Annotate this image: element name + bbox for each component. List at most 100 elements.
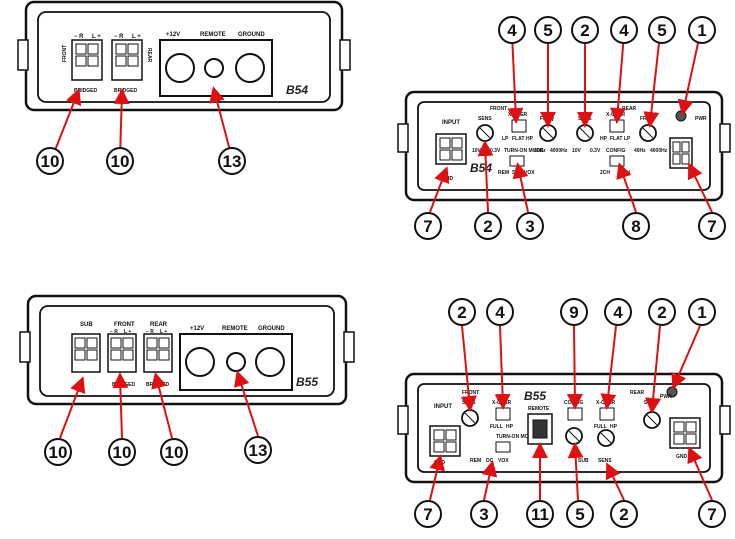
b54-front-label: FRONT <box>62 45 68 62</box>
b54-rear-l-plus: L + <box>132 34 141 40</box>
b54-sens-label-1: SENS <box>478 116 492 122</box>
b54-lp-2: LP <box>624 136 631 142</box>
b54-hp-1: HP <box>526 136 534 142</box>
b55-config-label: CONFIG <box>564 400 584 406</box>
b54-freq1-high: 4000Hz <box>550 148 568 154</box>
b54-freq-label-2: FREQ <box>640 116 654 122</box>
b55-xover-label-2: X-OVER <box>596 400 616 406</box>
b54-sens2-high: 0.3V <box>590 148 601 154</box>
b54-xover-label-2: X-OVER <box>606 112 626 118</box>
b54-input-label: INPUT <box>442 120 460 126</box>
b54-lp-1: LP <box>502 136 509 142</box>
b54-bridged-2: BRIDGED <box>114 88 137 94</box>
svg-text:2: 2 <box>580 21 589 40</box>
b54-xover-label-1: X-OVER <box>508 112 528 118</box>
callout-b54-rear-3: 3 <box>516 212 544 240</box>
svg-text:1: 1 <box>697 303 706 322</box>
b55-rear-label: REAR <box>150 322 168 328</box>
callout-b54-front-10a: 10 <box>36 147 64 175</box>
b55-hp-1: HP <box>506 424 514 430</box>
callout-b55-rear-5: 5 <box>566 500 594 528</box>
b55-remote-label: REMOTE <box>222 326 248 332</box>
svg-text:10: 10 <box>165 443 184 462</box>
b55-pwr-label: PWR <box>660 394 672 400</box>
b54-rear-front-label: FRONT <box>490 106 507 112</box>
b54-2ch: 2CH <box>600 170 610 176</box>
b54-rear-label: REAR <box>146 48 152 63</box>
b55-rear-panel: INPUT GND FRONT SENS X-OVER FULL HP TURN… <box>397 372 731 484</box>
b54-brand: B54 <box>286 83 308 97</box>
b55-xover-label-1: X-OVER <box>492 400 512 406</box>
callout-b54-rear-5a: 5 <box>534 16 562 44</box>
b55-sub-label: SUB <box>578 458 589 464</box>
b55-rem: REM <box>470 458 481 464</box>
callout-b54-rear-8: 8 <box>622 212 650 240</box>
callout-b55-rear-9: 9 <box>560 298 588 326</box>
b55-input-label: INPUT <box>434 404 452 410</box>
svg-text:5: 5 <box>657 21 666 40</box>
callout-b54-rear-7b: 7 <box>698 212 726 240</box>
svg-text:7: 7 <box>707 505 716 524</box>
callout-b54-rear-4a: 4 <box>498 16 526 44</box>
svg-text:4: 4 <box>613 303 623 322</box>
b55-front-l-plus: L + <box>124 329 131 335</box>
svg-text:9: 9 <box>569 303 578 322</box>
svg-text:4: 4 <box>619 21 629 40</box>
b55-rear-l-plus: L + <box>160 329 167 335</box>
callout-b54-front-13: 13 <box>218 147 246 175</box>
b55-ground-label: GROUND <box>258 326 285 332</box>
svg-text:2: 2 <box>457 303 466 322</box>
callout-b55-rear-7a: 7 <box>414 500 442 528</box>
callout-b55-front-10a: 10 <box>44 438 72 466</box>
callout-b55-rear-7b: 7 <box>698 500 726 528</box>
b55-sens-label-3: SENS <box>644 400 658 406</box>
callout-b55-rear-1: 1 <box>688 298 716 326</box>
b55-rear-minus-r: − R <box>146 329 154 335</box>
svg-text:3: 3 <box>479 505 488 524</box>
b55-gnd-label-2: GND <box>676 454 688 460</box>
callout-b54-rear-7a: 7 <box>414 212 442 240</box>
callout-b55-rear-2c: 2 <box>610 500 638 528</box>
callout-b54-rear-1: 1 <box>688 16 716 44</box>
callout-b54-rear-2a: 2 <box>571 16 599 44</box>
b55-front-callouts: 10 10 10 13 <box>44 370 272 466</box>
callout-b55-rear-3: 3 <box>470 500 498 528</box>
svg-text:7: 7 <box>423 217 432 236</box>
b55-remote-port-label: REMOTE <box>528 406 550 412</box>
b55-turnon-label: TURN-ON MODE <box>496 434 536 440</box>
callout-b55-front-10b: 10 <box>108 438 136 466</box>
callout-b55-front-10c: 10 <box>160 438 188 466</box>
b54-pwr-label: PWR <box>695 116 707 122</box>
b55-vox: VOX <box>498 458 509 464</box>
b54-freq1-low: 40Hz <box>534 148 546 154</box>
b54-12v-label: +12V <box>166 32 180 38</box>
b54-rear-rear-label: REAR <box>622 106 637 112</box>
svg-text:8: 8 <box>631 217 640 236</box>
b55-rear-callouts: 2 4 9 4 2 1 7 3 11 5 2 7 <box>414 298 726 528</box>
callout-b55-rear-4a: 4 <box>486 298 514 326</box>
svg-text:1: 1 <box>697 21 706 40</box>
b54-freq2-low: 40Hz <box>634 148 646 154</box>
b54-rem: REM <box>498 170 509 176</box>
b55-sens-label-2: SENS <box>598 458 612 464</box>
svg-text:5: 5 <box>543 21 552 40</box>
callout-b55-rear-2a: 2 <box>448 298 476 326</box>
b54-rear-callouts: 4 5 2 4 5 1 7 2 3 8 7 <box>414 16 726 240</box>
svg-text:3: 3 <box>525 217 534 236</box>
svg-text:13: 13 <box>249 441 268 460</box>
b54-sens1-high: 0.3V <box>490 148 501 154</box>
b55-rear-rear-label: REAR <box>630 390 645 396</box>
svg-text:10: 10 <box>49 443 68 462</box>
svg-text:2: 2 <box>483 217 492 236</box>
b55-bridged-1: BRIDGED <box>112 382 135 388</box>
b54-turnon-label: TURN-ON MODE <box>504 148 544 154</box>
b54-remote-label: REMOTE <box>200 32 226 38</box>
b55-full-2: FULL <box>594 424 607 430</box>
svg-text:2: 2 <box>619 505 628 524</box>
b54-front-panel: − R L + − R L + FRONT REAR BRIDGED BRIDG… <box>17 0 351 112</box>
svg-text:7: 7 <box>707 217 716 236</box>
b54-front-minus-r: − R <box>74 34 84 40</box>
b54-ground-label: GROUND <box>238 32 265 38</box>
callout-b54-rear-5b: 5 <box>648 16 676 44</box>
b54-hp-2: HP <box>600 136 608 142</box>
